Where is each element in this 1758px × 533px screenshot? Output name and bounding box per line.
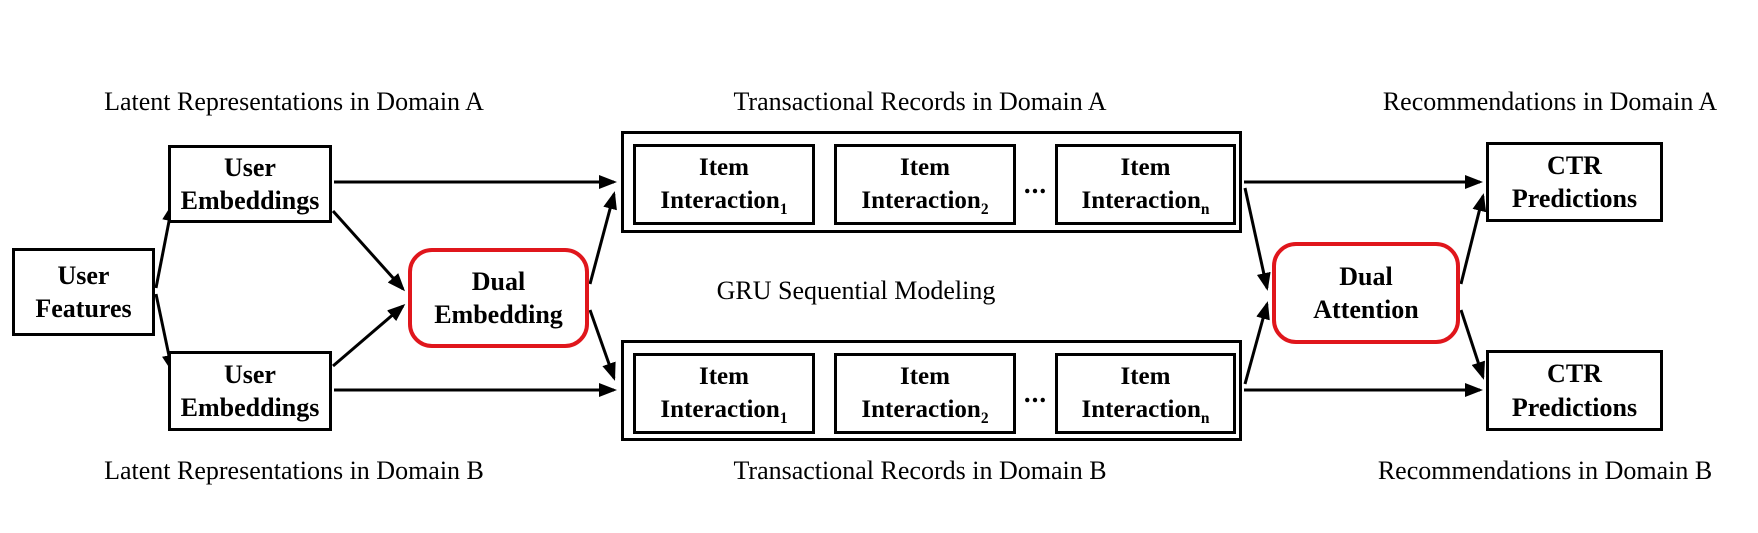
transactional-records-b-container: Item Interaction1 Item Interaction2 ... … xyxy=(621,340,1242,441)
arrow-user-embeddings-a-to-dual-embedding xyxy=(331,209,406,292)
arrow-dual-attention-to-ctr-b xyxy=(1459,309,1485,380)
arrow-records-a-to-dual-attention xyxy=(1243,187,1271,291)
label-latent-representations-domain-b: Latent Representations in Domain B xyxy=(104,456,484,485)
user-embeddings-b-box: User Embeddings xyxy=(168,351,332,431)
dual-embedding-box: Dual Embedding xyxy=(408,248,589,348)
label-transactional-records-domain-b: Transactional Records in Domain B xyxy=(733,456,1107,485)
dual-attention-box: Dual Attention xyxy=(1272,242,1460,344)
item-interaction-a-n-box: Item Interactionn xyxy=(1055,144,1236,225)
item-interaction-b-n-box: Item Interactionn xyxy=(1055,353,1236,434)
arrow-dual-embedding-to-records-b xyxy=(588,309,616,381)
label-latent-representations-domain-a: Latent Representations in Domain A xyxy=(104,87,484,116)
item-interaction-b-1-box: Item Interaction1 xyxy=(633,353,815,434)
label-gru-sequential-modeling: GRU Sequential Modeling xyxy=(716,276,996,305)
arrow-records-b-to-dual-attention xyxy=(1243,301,1270,385)
arrow-user-embeddings-b-to-dual-embedding xyxy=(332,304,406,368)
ctr-predictions-b-box: CTR Predictions xyxy=(1486,350,1663,431)
ellipsis-b: ... xyxy=(1023,378,1048,408)
item-interaction-b-2-box: Item Interaction2 xyxy=(834,353,1016,434)
arrow-dual-embedding-to-records-a xyxy=(588,191,617,285)
transactional-records-a-container: Item Interaction1 Item Interaction2 ... … xyxy=(621,131,1242,233)
arrow-dual-attention-to-ctr-a xyxy=(1459,193,1487,285)
label-recommendations-domain-b: Recommendations in Domain B xyxy=(1377,456,1713,485)
label-recommendations-domain-a: Recommendations in Domain A xyxy=(1382,87,1718,116)
user-embeddings-a-box: User Embeddings xyxy=(168,145,332,223)
item-interaction-a-2-box: Item Interaction2 xyxy=(834,144,1016,225)
item-interaction-a-1-box: Item Interaction1 xyxy=(633,144,815,225)
label-transactional-records-domain-a: Transactional Records in Domain A xyxy=(733,87,1107,116)
ellipsis-a: ... xyxy=(1023,169,1048,199)
user-features-box: User Features xyxy=(12,248,155,336)
ctr-predictions-a-box: CTR Predictions xyxy=(1486,142,1663,222)
